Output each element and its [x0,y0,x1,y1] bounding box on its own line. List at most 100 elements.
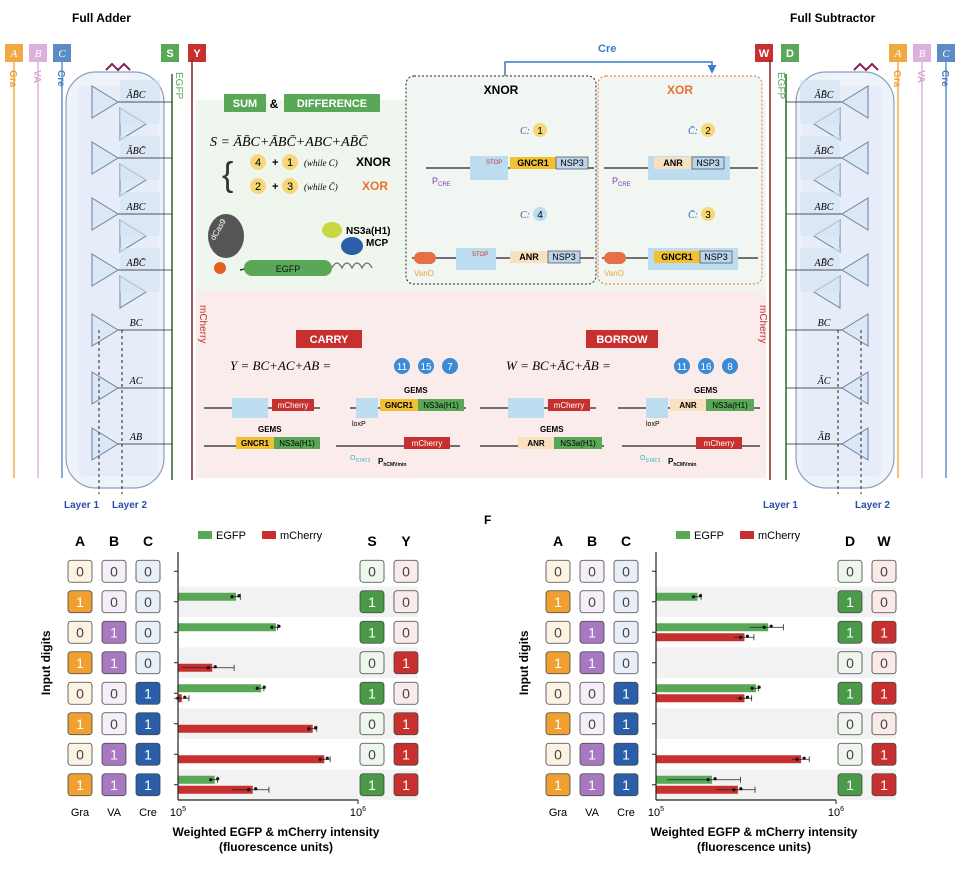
input-cell-value: 1 [110,777,118,793]
data-point [706,778,710,782]
output-cell [871,620,897,644]
output-cell-value: 1 [880,685,888,701]
output-cell [837,620,863,644]
data-point [270,625,274,629]
input-cell-value: 0 [110,563,118,579]
x-tick-1e5: 105 [170,806,186,819]
svg-text:+: + [272,157,278,169]
output-cell-value: 1 [368,594,376,610]
input-cell [67,651,93,675]
bar-egfp [656,592,698,601]
output-cell-value: 1 [368,624,376,640]
input-cell-value: 0 [554,563,562,579]
output-cell-value: 0 [402,624,410,640]
input-cell [579,651,605,675]
legend-mcherry: mCherry [758,530,801,542]
borrow-numbers: 11 16 8 [674,358,738,374]
input-label: VA [31,70,42,83]
case-2: 2 + 3 (while C̄) XOR [250,178,388,194]
input-cell-value: 1 [588,777,596,793]
output-cell-value: 0 [880,716,888,732]
input-cell [135,651,161,675]
layer-label-1: Layer 1 [64,500,99,511]
output-cell [871,681,897,705]
svg-text:GEMS: GEMS [404,386,428,395]
input-cell [613,712,639,736]
input-cell-value: 0 [110,716,118,732]
output-cell-value: 0 [368,716,376,732]
input-cell-value: 0 [622,624,630,640]
sum-label: SUM [233,98,257,110]
output-cell [393,742,419,766]
output-cell [871,742,897,766]
svg-text:PhCMVmin: PhCMVmin [668,457,696,468]
svg-text:4: 4 [255,157,261,169]
input-cell-value: 1 [554,594,562,610]
x-axis-unit: (fluorescence units) [219,840,333,854]
input-cell [135,620,161,644]
carry-panel-bg [196,290,766,478]
output-cell-value: 0 [846,716,854,732]
data-point [795,757,799,761]
input-letter: B [35,48,42,60]
difference-badge [284,94,380,112]
output-cell [393,559,419,583]
input-cell [101,590,127,614]
input-cell [67,712,93,736]
svg-text:C̄:: C̄: [688,209,698,221]
svg-text:NS3a(H1): NS3a(H1) [346,226,390,237]
output-letter: S [166,48,173,60]
output-cell [359,590,385,614]
svg-text:NS3a(H1): NS3a(H1) [712,401,748,410]
output-cell [359,620,385,644]
svg-text:XNOR: XNOR [356,155,391,169]
col-label: VA [585,807,600,819]
svg-text:+: + [272,181,278,193]
svg-text:3: 3 [705,210,711,221]
bar-egfp [656,623,769,632]
svg-text:VanO: VanO [604,269,624,278]
input-box-b [913,44,931,62]
output-cell-value: 1 [402,746,410,762]
xnor-construct-1: C: 1 STOP GNCR1 NSP3 PCRE [426,123,594,188]
input-cell-value: 1 [622,746,630,762]
gate-term: AB̄C̄ [126,257,146,269]
col-header: A [75,533,85,549]
input-cell [613,620,639,644]
input-cell [613,651,639,675]
input-cell-value: 1 [144,716,152,732]
svg-text:OSTAT3: OSTAT3 [640,455,660,464]
svg-text:GNCR1: GNCR1 [241,439,270,448]
svg-text:NSP3: NSP3 [560,158,584,168]
input-cell-value: 0 [554,624,562,640]
svg-text:mCherry: mCherry [278,401,309,410]
input-label: VA [915,70,926,83]
input-cell-value: 0 [588,716,596,732]
svg-text:loxP: loxP [646,421,660,428]
input-cell-value: 1 [110,624,118,640]
legend-egfp-swatch [198,531,212,539]
input-cell [101,559,127,583]
svg-text:1: 1 [537,126,543,137]
input-cell-value: 0 [554,685,562,701]
output-cell-value: 1 [846,624,854,640]
data-point [762,625,766,629]
input-cell [613,773,639,797]
svg-text:XOR: XOR [362,179,388,193]
input-label: Cre [55,70,66,87]
output-cell [837,773,863,797]
output-cell [837,681,863,705]
x-axis-label: Weighted EGFP & mCherry intensity [173,825,380,839]
input-cell [67,620,93,644]
output-cell-value: 1 [846,594,854,610]
input-cell [101,681,127,705]
gate-term: ĀB̄C [814,89,834,101]
borrow-equation: W = BC+ĀC+ĀB = [506,358,611,373]
svg-text:NS3a(H1): NS3a(H1) [423,401,459,410]
input-cell [135,681,161,705]
input-letter: B [919,48,926,60]
bar-mcherry [178,785,253,794]
